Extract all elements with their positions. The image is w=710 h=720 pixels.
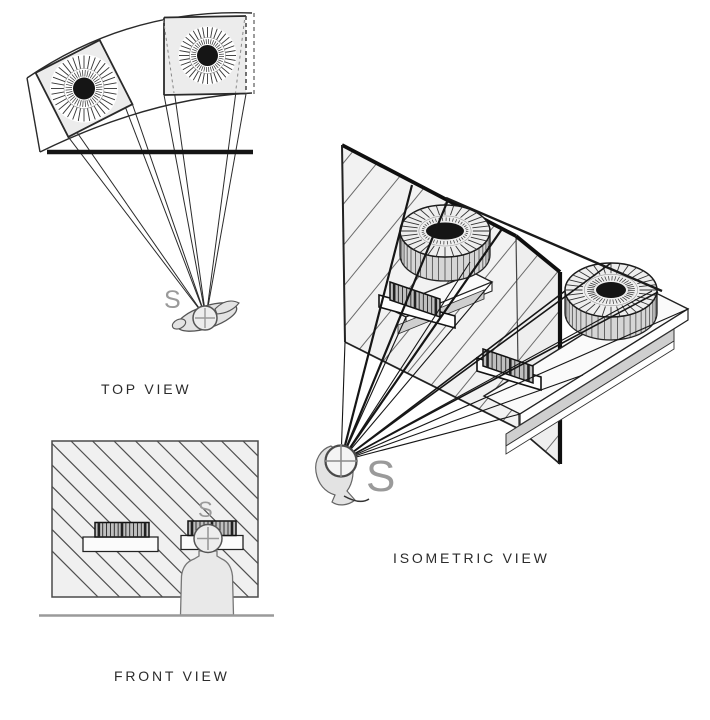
shelf-front-left — [82, 536, 159, 553]
sight-lines — [339, 184, 689, 462]
front-view-label: FRONT VIEW — [114, 668, 230, 684]
viewer-front-icon — [179, 523, 235, 616]
torus-front-left — [94, 521, 150, 538]
top-view-label: TOP VIEW — [101, 381, 191, 397]
construction-line — [445, 196, 663, 293]
front-view: S FRONT VIEW — [39, 440, 274, 684]
station-label-iso: S — [366, 452, 395, 501]
isometric-view-label: ISOMETRIC VIEW — [393, 550, 550, 566]
arc-band — [26, 11, 255, 153]
isometric-view: S ISOMETRIC VIEW — [315, 143, 690, 566]
torus-top-symbol-left — [51, 55, 117, 122]
station-label-top: S — [164, 286, 181, 314]
torus-top-symbol-right — [179, 27, 236, 84]
wall-hatch — [52, 441, 258, 597]
shelf-board — [482, 290, 690, 455]
torus-iso-left — [399, 204, 491, 282]
top-view: S TOP VIEW — [26, 11, 255, 397]
station-label-front: S — [198, 497, 213, 522]
viewer-iso-icon — [315, 444, 370, 506]
viewer-top-icon — [171, 300, 240, 332]
